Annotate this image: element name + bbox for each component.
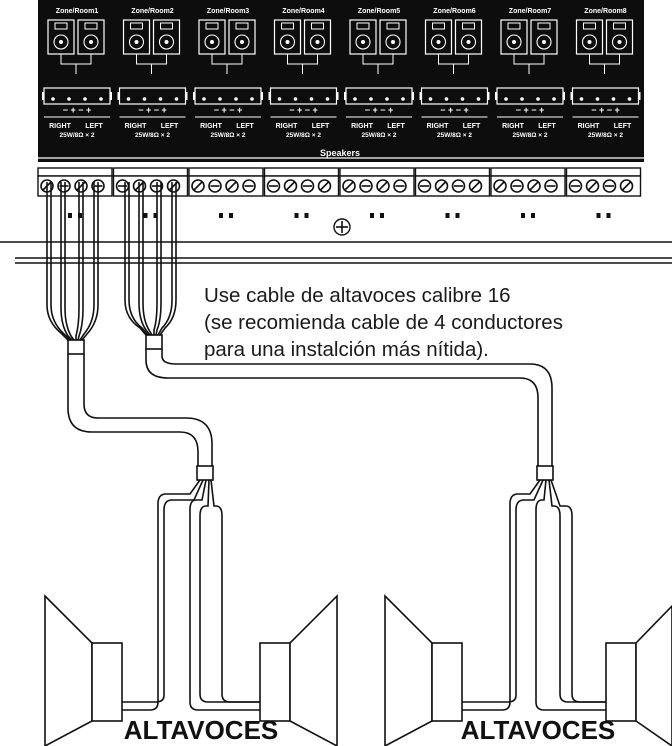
polarity-label: − + − +	[214, 105, 243, 115]
left-speaker-fanout	[122, 479, 260, 711]
zone-group: Zone/Room7 − + − + RIGHT LEFT 25W/8Ω × 2	[495, 8, 565, 139]
zone-label: Zone/Room2	[131, 8, 173, 15]
right-channel-label: RIGHT	[49, 123, 72, 130]
left-channel-label: LEFT	[614, 123, 632, 130]
left-channel-label: LEFT	[312, 123, 330, 130]
polarity-label: − + − +	[516, 105, 545, 115]
right-channel-label: RIGHT	[502, 123, 525, 130]
zone-label: Zone/Room4	[282, 8, 324, 15]
zone-label: Zone/Room8	[584, 8, 626, 15]
right-channel-label: RIGHT	[125, 123, 148, 130]
polarity-label: − + − +	[440, 105, 469, 115]
terminal-strip-group	[414, 167, 491, 218]
speakers-section-label: Speakers	[320, 148, 360, 158]
left-speaker-b-icon	[259, 594, 338, 746]
terminal-strip-group	[263, 167, 340, 218]
power-rating-label: 25W/8Ω × 2	[437, 132, 472, 139]
zone-group: Zone/Room8 − + − + RIGHT LEFT 25W/8Ω × 2	[570, 8, 641, 139]
zone-group: Zone/Room4 − + − + RIGHT LEFT 25W/8Ω × 2	[268, 8, 339, 139]
power-rating-label: 25W/8Ω × 2	[135, 132, 170, 139]
polarity-label: − + − +	[591, 105, 620, 115]
terminal-strip-group	[339, 167, 415, 218]
right-channel-label: RIGHT	[276, 123, 299, 130]
right-speaker-cable	[145, 334, 554, 481]
cable-note-line-3: para una instalción más nítida).	[204, 338, 489, 361]
zone-label: Zone/Room3	[207, 8, 249, 15]
right-channel-label: RIGHT	[351, 123, 374, 130]
polarity-label: − + − +	[289, 105, 318, 115]
left-channel-label: LEFT	[236, 123, 254, 130]
cable-note-line-1: Use cable de altavoces calibre 16	[204, 284, 511, 307]
power-rating-label: 25W/8Ω × 2	[512, 132, 547, 139]
cable-note: Use cable de altavoces calibre 16 (se re…	[204, 284, 563, 361]
mounting-screw-icon	[333, 218, 351, 236]
left-speaker-wires	[46, 182, 99, 341]
polarity-label: − + − +	[63, 105, 92, 115]
right-speaker-wires	[124, 182, 177, 336]
right-channel-label: RIGHT	[427, 123, 450, 130]
screw-terminal-strip	[37, 167, 642, 218]
power-rating-label: 25W/8Ω × 2	[361, 132, 396, 139]
left-channel-label: LEFT	[538, 123, 556, 130]
power-rating-label: 25W/8Ω × 2	[588, 132, 623, 139]
zone-group: Zone/Room1 − + − + RIGHT LEFT 25W/8Ω × 2	[42, 8, 112, 139]
terminal-strip-group	[37, 167, 113, 218]
zone-group: Zone/Room6 − + − + RIGHT LEFT 25W/8Ω × 2	[419, 8, 490, 139]
power-rating-label: 25W/8Ω × 2	[59, 132, 94, 139]
right-speaker-a-icon	[384, 594, 463, 746]
terminal-strip-group	[565, 167, 642, 218]
chassis-edge	[0, 241, 672, 264]
polarity-label: − + − +	[138, 105, 167, 115]
zone-label: Zone/Room7	[509, 8, 551, 15]
polarity-label: − + − +	[365, 105, 394, 115]
right-channel-label: RIGHT	[578, 123, 601, 130]
zone-group: Zone/Room2 − + − + RIGHT LEFT 25W/8Ω × 2	[117, 8, 188, 139]
zone-label: Zone/Room5	[358, 8, 400, 15]
zone-label: Zone/Room6	[433, 8, 475, 15]
left-speaker-cable	[67, 339, 214, 481]
right-speaker-b-icon	[605, 604, 672, 746]
left-channel-label: LEFT	[387, 123, 405, 130]
zone-group: Zone/Room5 − + − + RIGHT LEFT 25W/8Ω × 2	[344, 8, 414, 139]
zone-group: Zone/Room3 − + − + RIGHT LEFT 25W/8Ω × 2	[193, 8, 263, 139]
zone-label: Zone/Room1	[56, 8, 98, 15]
left-speaker-a-icon	[44, 594, 123, 746]
left-speakers-label: ALTAVOCES	[124, 715, 279, 745]
power-rating-label: 25W/8Ω × 2	[286, 132, 321, 139]
terminal-strip-group	[188, 167, 264, 218]
left-channel-label: LEFT	[463, 123, 481, 130]
left-channel-label: LEFT	[161, 123, 179, 130]
left-channel-label: LEFT	[85, 123, 103, 130]
amplifier-back-panel	[38, 0, 644, 162]
power-rating-label: 25W/8Ω × 2	[210, 132, 245, 139]
right-channel-label: RIGHT	[200, 123, 223, 130]
right-speaker-fanout	[462, 479, 606, 711]
right-speakers-label: ALTAVOCES	[461, 715, 616, 745]
terminal-strip-group	[490, 167, 566, 218]
cable-note-line-2: (se recomienda cable de 4 conductores	[204, 311, 563, 334]
